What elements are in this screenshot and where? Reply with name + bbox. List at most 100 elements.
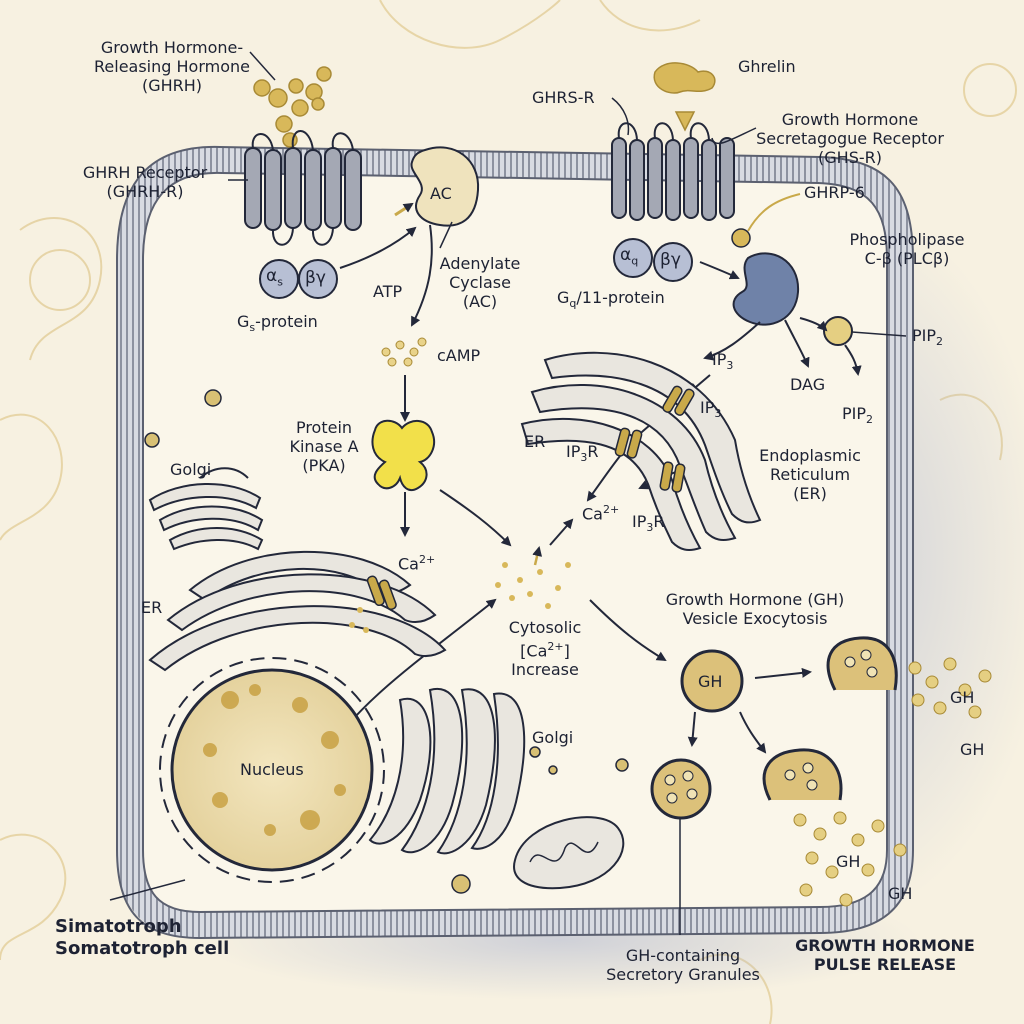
exocytosis-vesicle-upper <box>826 636 898 691</box>
gh-out-label-4: GH <box>888 884 913 903</box>
released-gh <box>793 657 992 907</box>
ghrelin-fragment <box>674 111 696 132</box>
gh-vesicle-label: GH <box>698 672 723 691</box>
atp-label: ATP <box>373 282 403 301</box>
granules-line2: Secretory Granules <box>606 965 760 984</box>
pka-label: Protein Kinase A (PKA) <box>274 418 374 475</box>
gs-protein-g: G <box>237 312 250 331</box>
er-left <box>148 550 447 672</box>
pip2-top-subscript: 2 <box>936 335 944 349</box>
pulse-line2: PULSE RELEASE <box>813 955 957 974</box>
ac-label: AC <box>430 184 452 203</box>
camp-molecules <box>381 337 427 367</box>
pulse-release-label: GROWTH HORMONE PULSE RELEASE <box>780 936 990 974</box>
pulse-line1: GROWTH HORMONE <box>795 936 975 955</box>
gq-protein-g: G <box>557 288 570 307</box>
ghs-r-line3: (GHS-R) <box>818 148 882 167</box>
beta-gamma-q-label: βγ <box>660 250 681 270</box>
golgi-upper-label: Golgi <box>170 460 212 479</box>
gq-protein-label: Gq/11-protein <box>557 288 665 313</box>
er-calcium-channel <box>366 575 385 607</box>
small-vesicles <box>144 389 629 894</box>
ghs-r-line2: Secretagogue Receptor <box>756 129 944 148</box>
pip2-mid-text: PIP <box>842 404 867 423</box>
ip3-a-subscript: 3 <box>726 359 734 373</box>
ghrh-label: Growth Hormone- Releasing Hormone (GHRH) <box>62 38 282 95</box>
dag-label: DAG <box>790 375 826 394</box>
ghrh-receptor <box>244 130 362 246</box>
ip3r-b-text: IP <box>632 512 647 531</box>
pip2-top-label: PIP2 <box>912 326 943 351</box>
pka-line3: (PKA) <box>302 456 346 475</box>
gs-protein-tail: -protein <box>255 312 318 331</box>
golgi-lower <box>368 687 526 855</box>
gq-protein-tail: /11-protein <box>576 288 665 307</box>
adenylate-cyclase-line2: Cyclase <box>449 273 511 292</box>
alpha-s-label: αs <box>266 266 283 288</box>
cytosolic-calcium-label: Cytosolic [Ca2+] Increase <box>490 618 600 679</box>
exocytosis-vesicle-lower <box>762 748 843 801</box>
er-full-line3: (ER) <box>793 484 827 503</box>
ip3r-a-subscript: 3 <box>580 451 588 465</box>
calcium-right-label: Ca2+ <box>582 500 619 523</box>
plc-label: Phospholipase C-β (PLCβ) <box>832 230 982 268</box>
mitochondrion <box>513 816 625 890</box>
er-right-label: ER <box>524 432 546 451</box>
ip3r-a-text: IP <box>566 442 581 461</box>
alpha-q-subscript: q <box>631 254 639 268</box>
nucleus-label: Nucleus <box>240 760 304 779</box>
cell-label: Simatotroph Somatotroph cell <box>55 916 229 960</box>
er-full-line1: Endoplasmic <box>759 446 861 465</box>
adenylate-cyclase-line1: Adenylate <box>439 254 521 273</box>
alpha-q-label: αq <box>620 245 638 267</box>
granules-label: GH-containing Secretory Granules <box>583 946 783 984</box>
pip2-mid-subscript: 2 <box>866 413 874 427</box>
ghrh-label-line3: (GHRH) <box>141 76 203 95</box>
adenylate-cyclase-line3: (AC) <box>462 292 498 311</box>
gh-out-label-2: GH <box>960 740 985 759</box>
gh-exocytosis-line1: Growth Hormone (GH) <box>665 590 845 609</box>
gq-protein-subscript: q <box>569 297 577 311</box>
gh-out-label-1: GH <box>950 688 975 707</box>
golgi-upper <box>148 467 264 551</box>
ip3-a-text: IP <box>712 350 727 369</box>
ghrp6-label: GHRP-6 <box>804 183 865 202</box>
ghrh-ligand <box>253 66 332 148</box>
pip2-mid-label: PIP2 <box>842 404 873 429</box>
er-left-label: ER <box>141 598 163 617</box>
camp-label: cAMP <box>437 346 481 365</box>
pka-line1: Protein <box>295 418 353 437</box>
cytosolic-line3: Increase <box>511 660 579 680</box>
ghrelin-ligand <box>653 62 716 94</box>
cytosolic-line2: [Ca2+] <box>490 637 600 660</box>
beta-gamma-q-subunit <box>653 242 693 282</box>
calcium-right-text: Ca <box>582 504 603 524</box>
beta-gamma-label: βγ <box>305 268 326 288</box>
ip3-receptors <box>614 385 695 493</box>
ghrh-receptor-label-line1: GHRH Receptor <box>82 163 208 182</box>
gh-vesicle-main <box>680 649 744 713</box>
gs-protein-subscript: s <box>249 321 256 335</box>
gh-granule <box>650 758 712 820</box>
cytosolic-line1: Cytosolic <box>508 618 582 637</box>
ip3r-b-tail: R <box>653 512 665 531</box>
cell-label-line2: Somatotroph cell <box>55 938 230 959</box>
cell-label-line1: Simatotroph <box>55 916 182 937</box>
ghrp6-molecule <box>731 228 751 248</box>
chromatin <box>203 684 346 836</box>
alpha-s-glyph: α <box>266 266 278 286</box>
protein-kinase-a <box>371 419 436 492</box>
granules-line1: GH-containing <box>625 946 741 965</box>
plc-line2: C-β (PLCβ) <box>864 249 950 268</box>
leader-lines <box>109 51 907 935</box>
calcium-ions <box>349 562 571 633</box>
ip3r-a-tail: R <box>587 442 599 461</box>
cytosolic-ca-charge: 2+ <box>547 640 564 653</box>
ghrs-r-label: GHRS-R <box>532 88 595 107</box>
nucleus <box>170 668 374 872</box>
pip2-top-text: PIP <box>912 326 937 345</box>
ip3-label-a: IP3 <box>712 350 733 375</box>
calcium-right-charge: 2+ <box>602 503 620 516</box>
ip3-b-text: IP <box>700 398 715 417</box>
